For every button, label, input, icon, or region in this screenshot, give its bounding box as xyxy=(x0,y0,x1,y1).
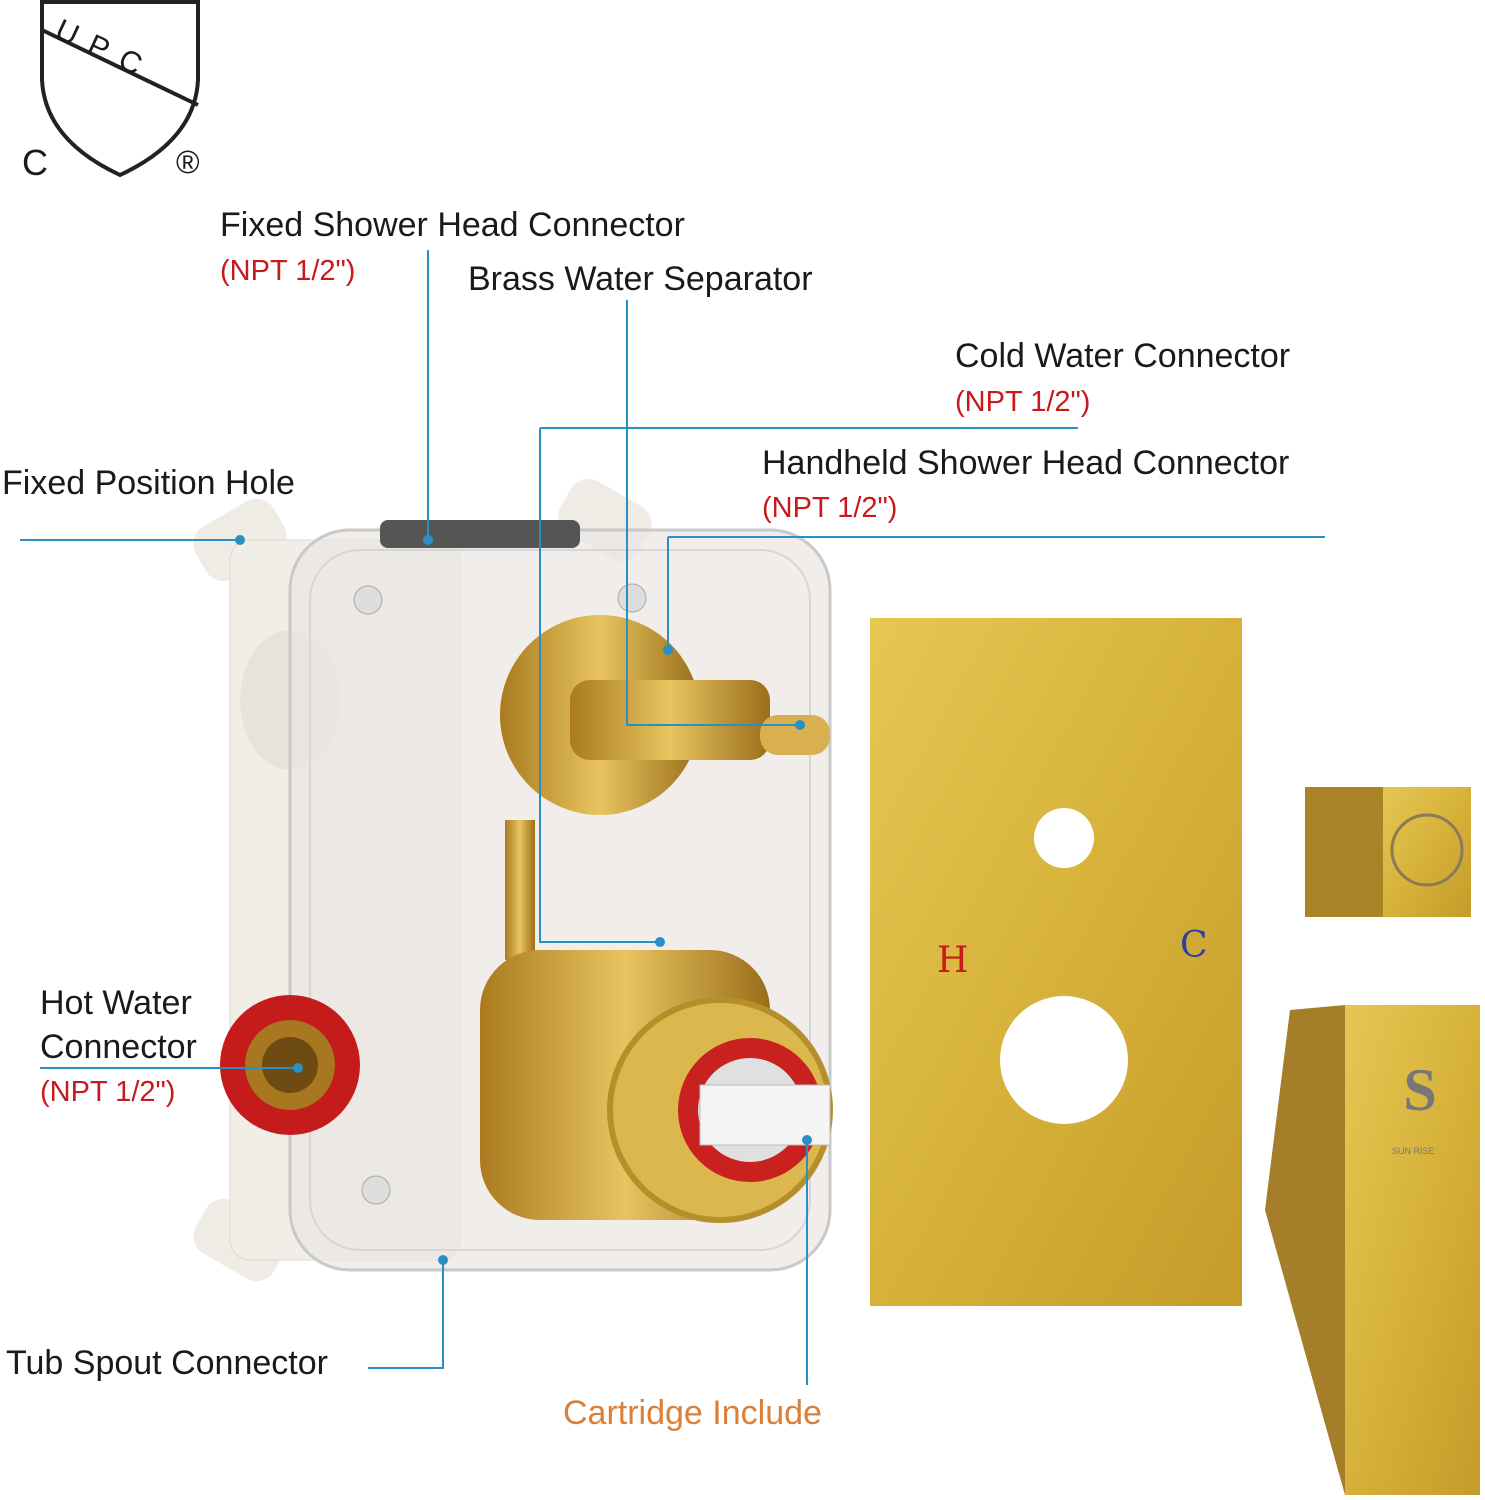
fixed-shower-spec: (NPT 1/2") xyxy=(220,255,356,287)
handheld-shower-spec: (NPT 1/2") xyxy=(762,492,898,524)
cold-mark: C xyxy=(1180,925,1208,966)
leader-lines xyxy=(20,250,1325,1385)
upc-c-letter: C xyxy=(22,142,48,183)
brass-separator-label: Brass Water Separator xyxy=(468,260,813,298)
hot-mark: H xyxy=(937,940,969,981)
lever-handle: S xyxy=(1265,1005,1480,1495)
upc-logo xyxy=(40,0,200,178)
fixed-shower-label: Fixed Shower Head Connector xyxy=(220,206,685,244)
cartridge-label: Cartridge Include xyxy=(563,1394,822,1432)
diverter-knob xyxy=(1305,787,1471,917)
registered-mark: ® xyxy=(176,144,200,180)
hot-water-label-line2: Connector xyxy=(40,1028,197,1066)
svg-text:S: S xyxy=(1403,1057,1436,1123)
hot-water-spec: (NPT 1/2") xyxy=(40,1076,176,1108)
hot-water-label-line1: Hot Water xyxy=(40,984,192,1022)
handheld-shower-label: Handheld Shower Head Connector xyxy=(762,444,1290,482)
leader-dots xyxy=(235,535,812,1265)
cold-water-spec: (NPT 1/2") xyxy=(955,386,1091,418)
cold-water-label: Cold Water Connector xyxy=(955,337,1291,375)
tub-spout-label: Tub Spout Connector xyxy=(6,1344,328,1382)
brass-valve-body xyxy=(220,615,833,1223)
trim-plate xyxy=(870,618,1242,1306)
handle-brand: SUN RISE xyxy=(1392,1146,1435,1156)
fixed-hole-label: Fixed Position Hole xyxy=(2,464,295,502)
